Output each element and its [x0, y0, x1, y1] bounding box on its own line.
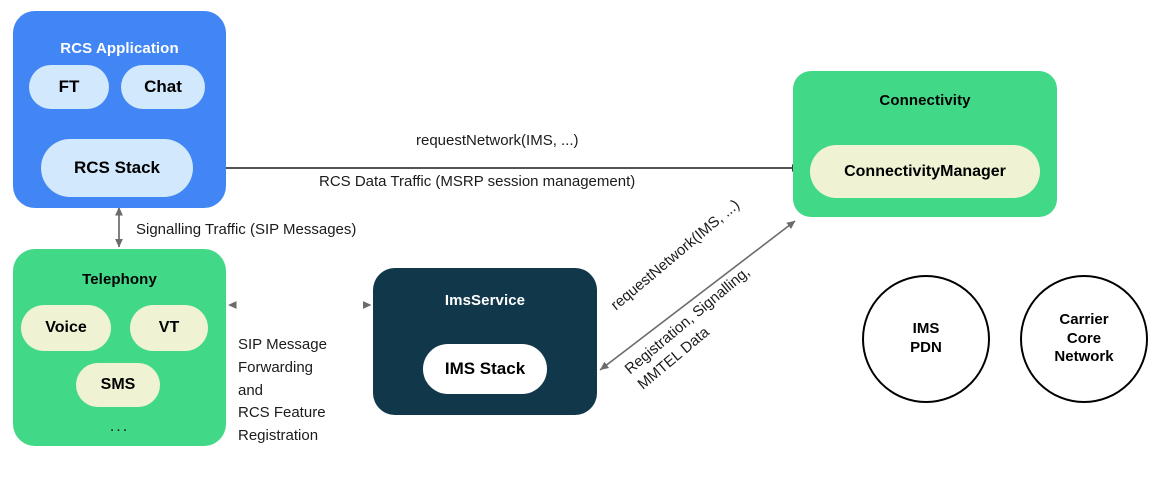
circle-carrier-line3: Network [1054, 348, 1114, 366]
circle-ims-pdn-label: IMS PDN [910, 320, 942, 358]
label-request-network-top: requestNetwork(IMS, ...) [416, 132, 579, 149]
pill-connectivity-manager[interactable]: ConnectivityManager [810, 145, 1040, 198]
circle-ims-pdn-line2: PDN [910, 339, 942, 356]
pill-vt[interactable]: VT [130, 305, 208, 351]
circle-carrier-line2: Core [1066, 329, 1102, 347]
label-signalling-traffic: Signalling Traffic (SIP Messages) [136, 221, 357, 238]
pill-ft[interactable]: FT [29, 65, 109, 109]
label-rcs-data-traffic: RCS Data Traffic (MSRP session managemen… [319, 173, 636, 190]
circle-ims-pdn[interactable]: IMS PDN [862, 275, 990, 403]
box-connectivity-title: Connectivity [879, 92, 971, 109]
pill-rcs-stack[interactable]: RCS Stack [41, 139, 193, 197]
pill-voice[interactable]: Voice [21, 305, 111, 351]
circle-carrier-core-network[interactable]: Carrier Core Network [1020, 275, 1148, 403]
pill-sms[interactable]: SMS [76, 363, 160, 407]
box-rcs-application-title: RCS Application [60, 40, 179, 57]
label-sip-message-forwarding: SIP Message Forwarding and RCS Feature R… [238, 336, 327, 445]
pill-ims-stack[interactable]: IMS Stack [423, 344, 547, 394]
circle-carrier-line1: Carrier [1059, 310, 1109, 328]
telephony-ellipsis: ... [109, 418, 130, 435]
circle-carrier-core-network-label: Carrier Core Network [1054, 311, 1113, 367]
box-ims-service-title: ImsService [444, 292, 526, 309]
circle-ims-pdn-line1: IMS [912, 320, 940, 338]
box-telephony-title: Telephony [82, 271, 157, 288]
pill-chat[interactable]: Chat [121, 65, 205, 109]
